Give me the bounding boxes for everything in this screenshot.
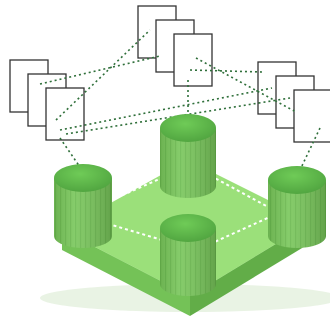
document	[293, 89, 330, 143]
connector	[195, 57, 297, 113]
database-cylinder-front	[160, 214, 216, 296]
connector	[55, 29, 151, 121]
connectors	[39, 29, 321, 171]
cylinder-shade	[160, 128, 216, 198]
connector	[59, 137, 83, 171]
database-cylinder-left	[54, 164, 112, 248]
document-stack-top	[137, 5, 213, 87]
connector	[189, 69, 263, 73]
connector	[39, 55, 161, 85]
database-cylinder-right	[268, 166, 326, 248]
database-cylinder-back	[160, 114, 216, 198]
platform-link-front-right	[209, 215, 273, 245]
cylinder-shade	[54, 178, 112, 248]
cylinder-top	[54, 164, 112, 192]
document	[173, 33, 213, 87]
platform-left-face	[62, 230, 190, 316]
cylinder-shade	[160, 228, 216, 296]
document-stack-right	[257, 61, 330, 143]
document-stack-left	[9, 59, 85, 141]
platform-link-left-front	[101, 221, 163, 241]
cylinder-top	[160, 214, 216, 242]
document	[45, 87, 85, 141]
cylinder-top	[268, 166, 326, 194]
connector	[59, 87, 273, 131]
cylinder-shade	[268, 180, 326, 248]
cylinder-top	[160, 114, 216, 142]
